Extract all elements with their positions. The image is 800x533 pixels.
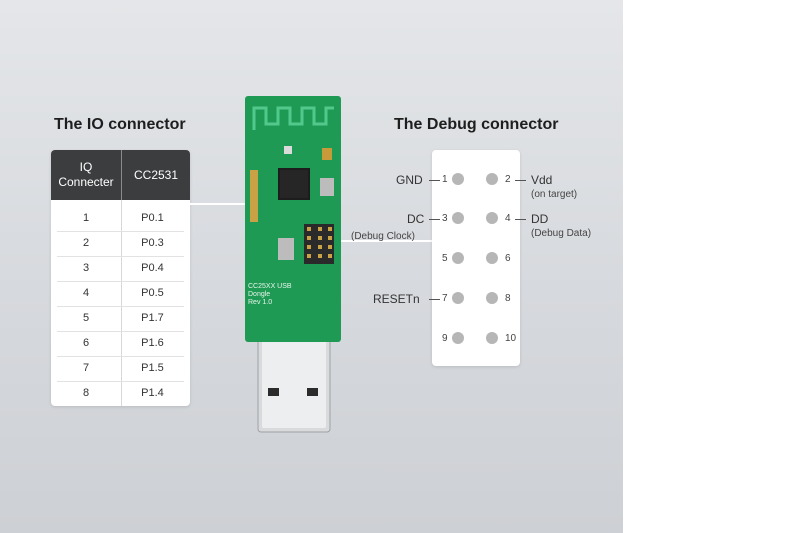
io-header-connector: IQ Connecter [58,160,114,189]
debug-pin-6 [486,252,498,264]
leader-dc [429,219,440,220]
label-reset: RESETn [373,292,420,306]
io-pin-number: 8 [82,387,90,399]
table-row: 5 P1.7 [57,306,184,332]
io-chip-port: P1.5 [141,362,164,374]
pcb-antenna [252,106,334,130]
table-row: 2 P0.3 [57,231,184,257]
pin-number-5: 5 [442,253,448,264]
io-pin-number: 3 [82,262,90,274]
usb-plug-shell [262,320,326,428]
table-row: 7 P1.5 [57,356,184,382]
label-dc: DC [407,212,425,226]
usb-plug-hole-left [268,388,279,396]
pin-number-10: 10 [505,333,517,344]
io-table-header: IQ Connecter CC2531 [51,150,190,200]
pin-number-3: 3 [442,213,448,224]
usb-plug-hole-right [307,388,318,396]
debug-connector-line [337,240,433,242]
io-pin-number: 1 [82,212,90,224]
label-vdd: Vdd [531,173,553,187]
debug-pin-3 [452,212,464,224]
io-connector-line [190,203,252,205]
io-header-pads [250,170,258,222]
io-column-divider [121,200,122,406]
io-header-chip: CC2531 [121,150,190,200]
io-table-body: 1 P0.1 2 P0.3 3 P0.4 4 P0.5 5 P1.7 6 P1.… [51,200,190,406]
label-dd: DD [531,212,549,226]
debug-pin-5 [452,252,464,264]
pcb [245,96,341,342]
debug-pin-1 [452,173,464,185]
debug-pin-9 [452,332,464,344]
usb-dongle-board: CC25XX USB Dongle Rev 1.0 [245,96,341,433]
debug-pin-2 [486,173,498,185]
pin-number-8: 8 [505,293,511,304]
label-vdd-note: (on target) [531,189,578,200]
led [284,146,292,154]
io-connector-table: IQ Connecter CC2531 1 P0.1 2 P0.3 3 P0.4… [51,150,190,406]
silkscreen-line-2: Dongle [248,291,270,298]
pushbutton [320,178,334,196]
crystal [322,148,332,160]
debug-pin-8 [486,292,498,304]
io-chip-port: P1.4 [141,387,164,399]
regulator [278,238,294,260]
leader-gnd [429,180,440,181]
leader-vdd [515,180,526,181]
io-chip-port: P0.4 [141,262,164,274]
io-chip-port: P1.6 [141,337,164,349]
pin-number-6: 6 [505,253,511,264]
io-pin-number: 5 [82,312,90,324]
pin-number-9: 9 [442,333,448,344]
silkscreen-line-3: Rev 1.0 [248,299,272,306]
debug-connector-card [432,150,520,366]
io-connector-title: The IO connector [54,116,186,133]
io-pin-number: 7 [82,362,90,374]
io-pin-number: 4 [82,287,90,299]
io-chip-port: P1.7 [141,312,164,324]
silkscreen-line-1: CC25XX USB [248,283,292,290]
debug-connector-title: The Debug connector [394,116,559,133]
pin-number-1: 1 [442,174,448,185]
table-row: 8 P1.4 [57,381,184,406]
label-gnd: GND [396,173,423,187]
leader-dd [515,219,526,220]
table-row: 3 P0.4 [57,256,184,282]
io-pin-number: 6 [82,337,90,349]
debug-pin-4 [486,212,498,224]
io-chip-port: P0.3 [141,237,164,249]
table-row: 4 P0.5 [57,281,184,307]
io-chip-port: P0.1 [141,212,164,224]
leader-reset [429,299,440,300]
label-dc-note: (Debug Clock) [351,231,415,242]
io-pin-number: 2 [82,237,90,249]
label-dd-note: (Debug Data) [531,228,592,239]
debug-pin-10 [486,332,498,344]
io-chip-port: P0.5 [141,287,164,299]
pin-number-7: 7 [442,293,448,304]
table-row: 6 P1.6 [57,331,184,357]
debug-pin-7 [452,292,464,304]
pin-number-2: 2 [505,174,511,185]
pin-number-4: 4 [505,213,511,224]
table-row: 1 P0.1 [57,206,184,232]
